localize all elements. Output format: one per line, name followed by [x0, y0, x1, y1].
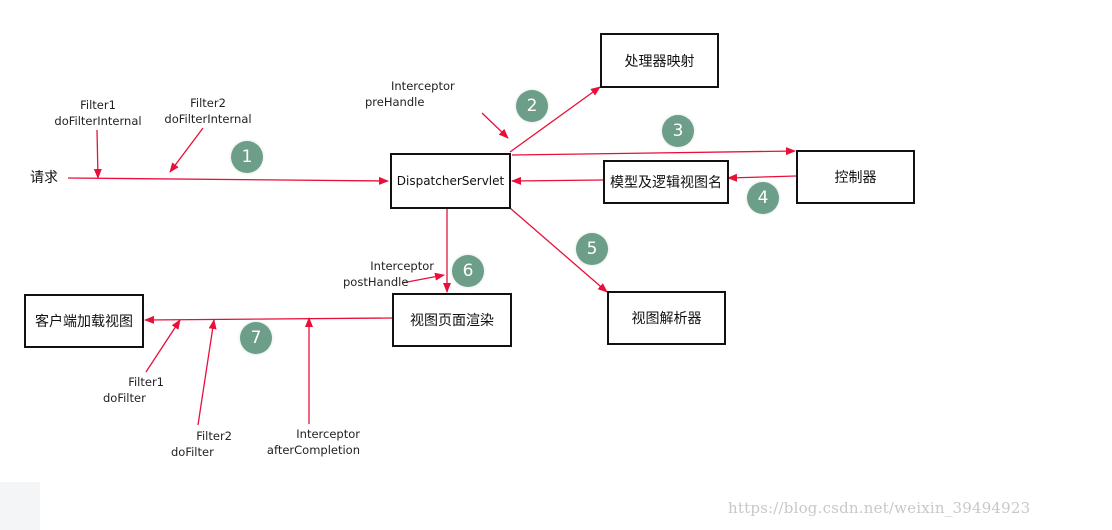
- filter2-out-method: doFilter: [171, 445, 214, 459]
- prehandle-label: Interceptor preHandle: [365, 78, 455, 110]
- view-resolver-box: 视图解析器: [607, 291, 726, 345]
- arrow-posthandle: [401, 272, 445, 284]
- filter1-out-label: Filter1 doFilter: [100, 374, 164, 406]
- filter1-in-method: doFilterInternal: [54, 114, 142, 128]
- arrow-render-to-client: [144, 315, 393, 324]
- watermark-text: https://blog.csdn.net/weixin_39494923: [728, 499, 1031, 517]
- step-badge-2: 2: [516, 90, 548, 122]
- arrow-prehandle: [481, 112, 509, 139]
- model-view-label: 模型及逻辑视图名: [610, 175, 722, 191]
- prehandle-interceptor: Interceptor: [391, 79, 455, 93]
- after-completion-label: Interceptor afterCompletion: [266, 426, 360, 458]
- corner-patch: [0, 482, 40, 530]
- filter1-out-name: Filter1: [128, 375, 164, 389]
- step-badge-7: 7: [240, 322, 272, 354]
- controller-box: 控制器: [796, 150, 915, 204]
- handler-mapping-box: 处理器映射: [600, 33, 719, 88]
- step-badge-1: 1: [231, 141, 263, 173]
- view-render-label: 视图页面渲染: [410, 313, 494, 329]
- filter2-out-label: Filter2 doFilter: [168, 428, 232, 460]
- handler-mapping-label: 处理器映射: [624, 53, 695, 70]
- filter2-out-name: Filter2: [196, 429, 232, 443]
- model-view-box: 模型及逻辑视图名: [603, 160, 729, 204]
- filter2-in-name: Filter2: [190, 96, 226, 110]
- after-completion-interceptor: Interceptor: [296, 427, 360, 441]
- after-completion-method: afterCompletion: [266, 443, 360, 457]
- arrow-to-view-resolver: [509, 207, 608, 293]
- arrow-filter2-in: [169, 127, 204, 173]
- request-label: 请求: [30, 170, 58, 186]
- client-view-label: 客户端加载视图: [35, 314, 133, 330]
- dispatcher-servlet-label: DispatcherServlet: [396, 174, 505, 188]
- view-resolver-label: 视图解析器: [631, 311, 702, 327]
- step-badge-3: 3: [662, 115, 694, 147]
- step-badge-5: 5: [576, 233, 608, 265]
- dispatcher-servlet-box: DispatcherServlet: [390, 153, 511, 209]
- filter1-in-label: Filter1 doFilterInternal: [52, 97, 144, 129]
- step-badge-6: 6: [452, 255, 484, 287]
- step-badge-4: 4: [747, 182, 779, 214]
- filter1-in-name: Filter1: [80, 98, 116, 112]
- client-view-box: 客户端加载视图: [24, 294, 144, 348]
- prehandle-method: preHandle: [365, 95, 425, 109]
- arrow-filter1-in: [93, 129, 102, 179]
- arrow-filter1-out: [145, 319, 181, 373]
- arrow-to-controller: [511, 147, 796, 156]
- posthandle-method: postHandle: [343, 275, 409, 289]
- arrow-filter2-out: [197, 319, 217, 426]
- view-render-box: 视图页面渲染: [392, 293, 512, 347]
- filter1-out-method: doFilter: [103, 391, 146, 405]
- arrow-request-to-dispatcher: [67, 176, 389, 185]
- arrow-to-handler-mapping: [509, 86, 601, 153]
- controller-label: 控制器: [834, 170, 877, 186]
- posthandle-interceptor: Interceptor: [370, 259, 434, 273]
- filter2-in-method: doFilterInternal: [164, 112, 252, 126]
- arrow-model-to-dispatcher: [511, 176, 604, 185]
- filter2-in-label: Filter2 doFilterInternal: [162, 95, 254, 127]
- posthandle-label: Interceptor postHandle: [336, 258, 434, 290]
- arrow-controller-to-model: [727, 173, 797, 182]
